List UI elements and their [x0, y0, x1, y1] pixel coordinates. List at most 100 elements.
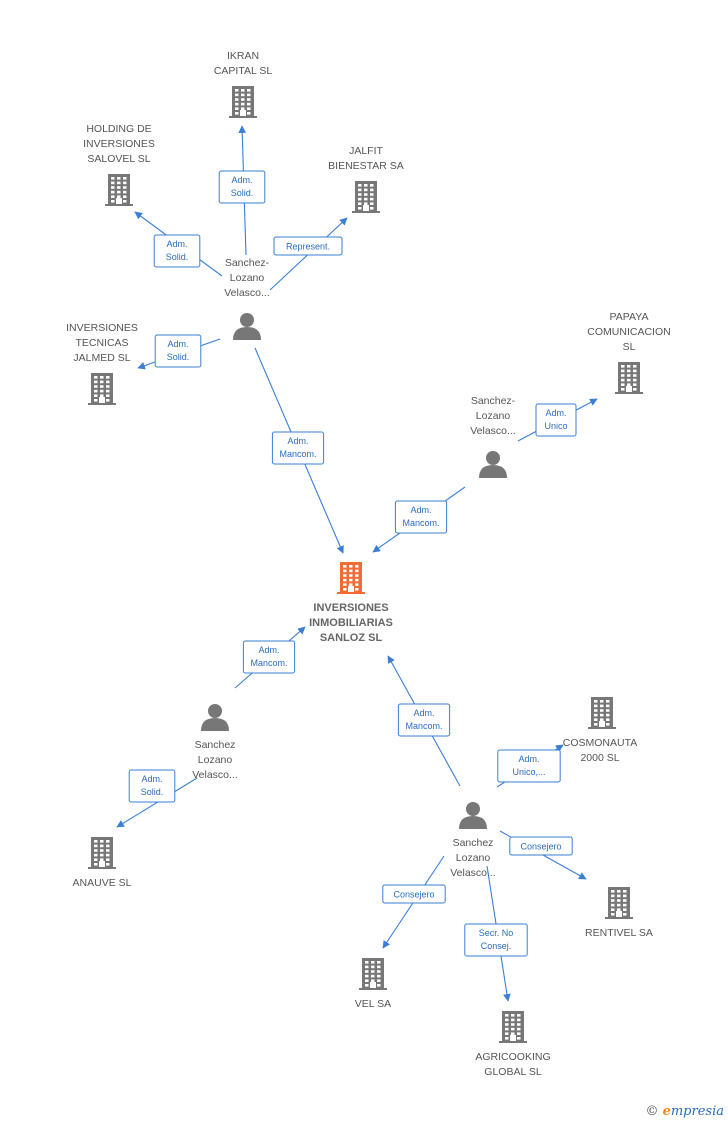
edge-label-text: Consejero [520, 842, 561, 852]
node-label: COMUNICACION [587, 326, 670, 338]
node-label: Velasco... [450, 867, 496, 879]
node-label: SALOVEL SL [87, 153, 150, 165]
node-p1[interactable]: Sanchez- LozanoVelasco... [224, 257, 270, 340]
edge-label-text: Adm. [518, 754, 539, 764]
edge-label-text: Adm. [167, 339, 188, 349]
edge-label-box [128, 769, 176, 803]
node-vel[interactable]: VEL SA [355, 958, 391, 1010]
node-label: Sanchez- [225, 257, 270, 269]
edge-label-box [242, 640, 296, 674]
node-label: SANLOZ SL [320, 632, 383, 644]
node-label: INVERSIONES [66, 322, 138, 334]
person-icon [201, 704, 229, 731]
node-label: COSMONAUTA [563, 737, 637, 749]
edge-label-text: Adm. [141, 774, 162, 784]
node-label: Sanchez- [471, 395, 516, 407]
edge-label-box [394, 500, 448, 534]
edge-label-text: Adm. [410, 505, 431, 515]
edge-label: Adm. Solid. [218, 170, 266, 204]
node-label: Velasco... [470, 425, 516, 437]
node-label: Lozano [230, 272, 265, 284]
person-icon [479, 451, 507, 478]
node-jalmed[interactable]: INVERSIONES TECNICAS JALMED SL [66, 322, 138, 405]
edge-label: Adm. Solid. [128, 769, 176, 803]
edge-label-text: Mancom. [402, 518, 439, 528]
brand-logo: © empresia [645, 1104, 724, 1119]
edge-label-text: Adm. [231, 175, 252, 185]
edge-label: Adm. Unico [535, 403, 577, 437]
edge-label: Adm.Mancom. [397, 703, 451, 737]
node-ikran[interactable]: IKRAN CAPITAL SL [214, 50, 273, 118]
person-icon [233, 313, 261, 340]
edge-label-box [382, 884, 446, 904]
node-label: Sanchez [453, 837, 494, 849]
edge-label-box [397, 703, 451, 737]
building-icon [588, 697, 616, 729]
node-p4[interactable]: SanchezLozanoVelasco... [450, 802, 496, 879]
edge-label: Adm. Mancom. [394, 500, 448, 534]
edge-label: Adm. Unico,... [497, 749, 561, 783]
node-label: Lozano [476, 410, 511, 422]
person-icon [459, 802, 487, 829]
node-label: INVERSIONES [83, 138, 155, 150]
building-icon [605, 887, 633, 919]
node-rentivel[interactable]: RENTIVEL SA [585, 887, 653, 939]
edge-label-box [271, 431, 325, 465]
node-label: INVERSIONES [313, 602, 388, 614]
edge-label-text: Mancom. [405, 721, 442, 731]
edge-label: Adm.Solid. [154, 334, 202, 368]
building-icon [337, 562, 365, 594]
node-label: AGRICOOKING [475, 1051, 550, 1063]
building-icon [499, 1011, 527, 1043]
edge-label-text: Solid. [141, 787, 164, 797]
node-anauve[interactable]: ANAUVE SL [73, 837, 132, 889]
building-icon [615, 362, 643, 394]
edge-label-text: Unico [544, 421, 567, 431]
edge-label-box [509, 836, 573, 856]
building-icon [359, 958, 387, 990]
node-p3[interactable]: SanchezLozanoVelasco... [192, 704, 238, 781]
edge-label-text: Represent. [286, 242, 330, 252]
building-icon [229, 86, 257, 118]
edge-label: Consejero [509, 836, 573, 856]
edge-label: Adm.Solid. [153, 234, 201, 268]
edge-label-text: Consejero [393, 890, 434, 900]
node-label: IKRAN [227, 50, 259, 62]
building-icon [88, 373, 116, 405]
node-holding[interactable]: HOLDING DE INVERSIONES SALOVEL SL [83, 123, 155, 206]
edge-label-text: Adm. [287, 436, 308, 446]
node-label: RENTIVEL SA [585, 927, 653, 939]
edge-label-text: Unico,... [512, 767, 545, 777]
node-label: TECNICAS [75, 337, 128, 349]
edge-label-box [497, 749, 561, 783]
edge-label-box [535, 403, 577, 437]
building-icon [105, 174, 133, 206]
node-label: CAPITAL SL [214, 65, 273, 77]
node-label: JALFIT [349, 145, 383, 157]
edge-label-text: Solid. [231, 188, 254, 198]
node-label: JALMED SL [73, 352, 130, 364]
brand-name: mpresia [670, 1104, 724, 1119]
edge-label-text: Mancom. [250, 658, 287, 668]
edge-label-text: Mancom. [279, 449, 316, 459]
node-label: PAPAYA [610, 311, 649, 323]
building-icon [352, 181, 380, 213]
node-jalfit[interactable]: JALFIT BIENESTAR SA [328, 145, 404, 213]
node-p2[interactable]: Sanchez- LozanoVelasco... [470, 395, 516, 478]
edge-label-text: Adm. [166, 239, 187, 249]
node-label: BIENESTAR SA [328, 160, 404, 172]
building-icon [88, 837, 116, 869]
node-label: HOLDING DE [86, 123, 151, 135]
edge-label-text: Adm. [545, 408, 566, 418]
node-label: Velasco... [192, 769, 238, 781]
copyright-mark: © [645, 1104, 659, 1119]
node-label: Lozano [456, 852, 491, 864]
edge-label-box [153, 234, 201, 268]
node-label: Velasco... [224, 287, 270, 299]
